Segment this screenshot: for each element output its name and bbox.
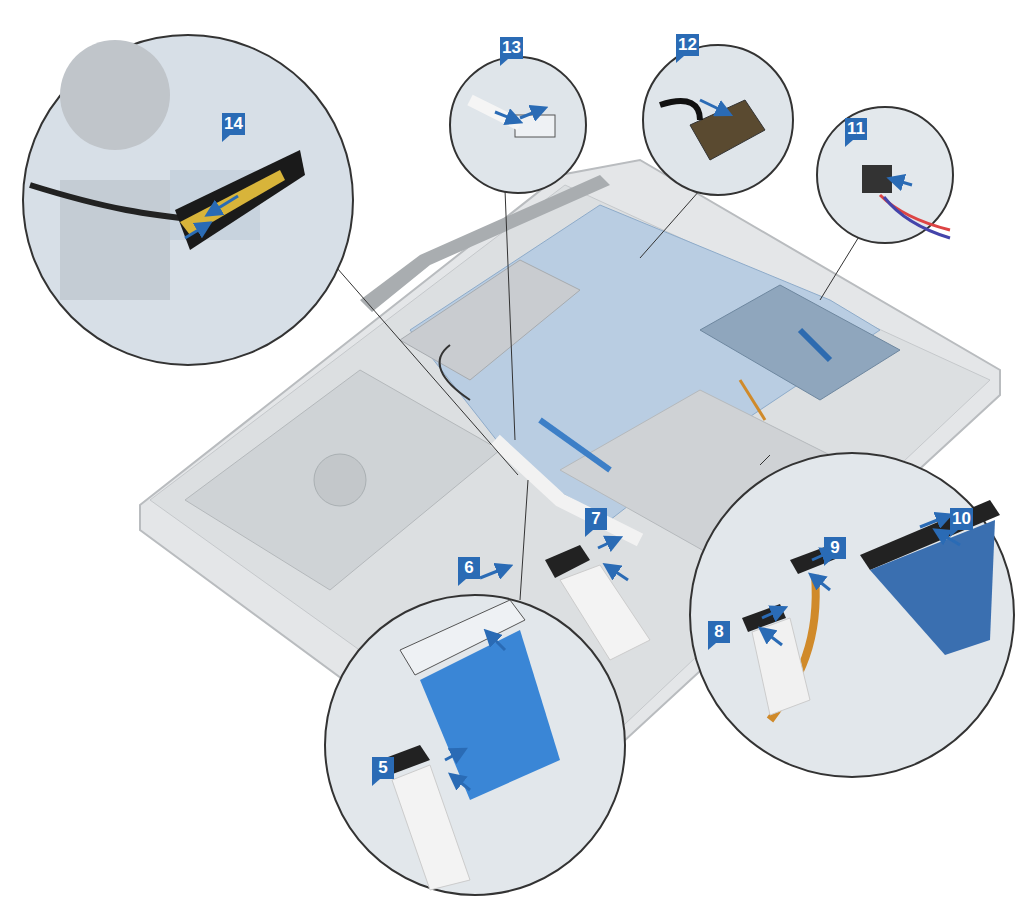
callout-number: 9 — [824, 537, 846, 559]
callout-number: 8 — [708, 621, 730, 643]
callout-number: 6 — [458, 557, 480, 579]
callout-number: 11 — [845, 118, 867, 140]
callout-number: 5 — [372, 757, 394, 779]
callout-number: 14 — [222, 113, 245, 135]
callout-number: 10 — [950, 508, 973, 530]
callout-number: 7 — [585, 508, 607, 530]
callout-number: 13 — [500, 37, 523, 59]
callout-number: 12 — [676, 34, 699, 56]
